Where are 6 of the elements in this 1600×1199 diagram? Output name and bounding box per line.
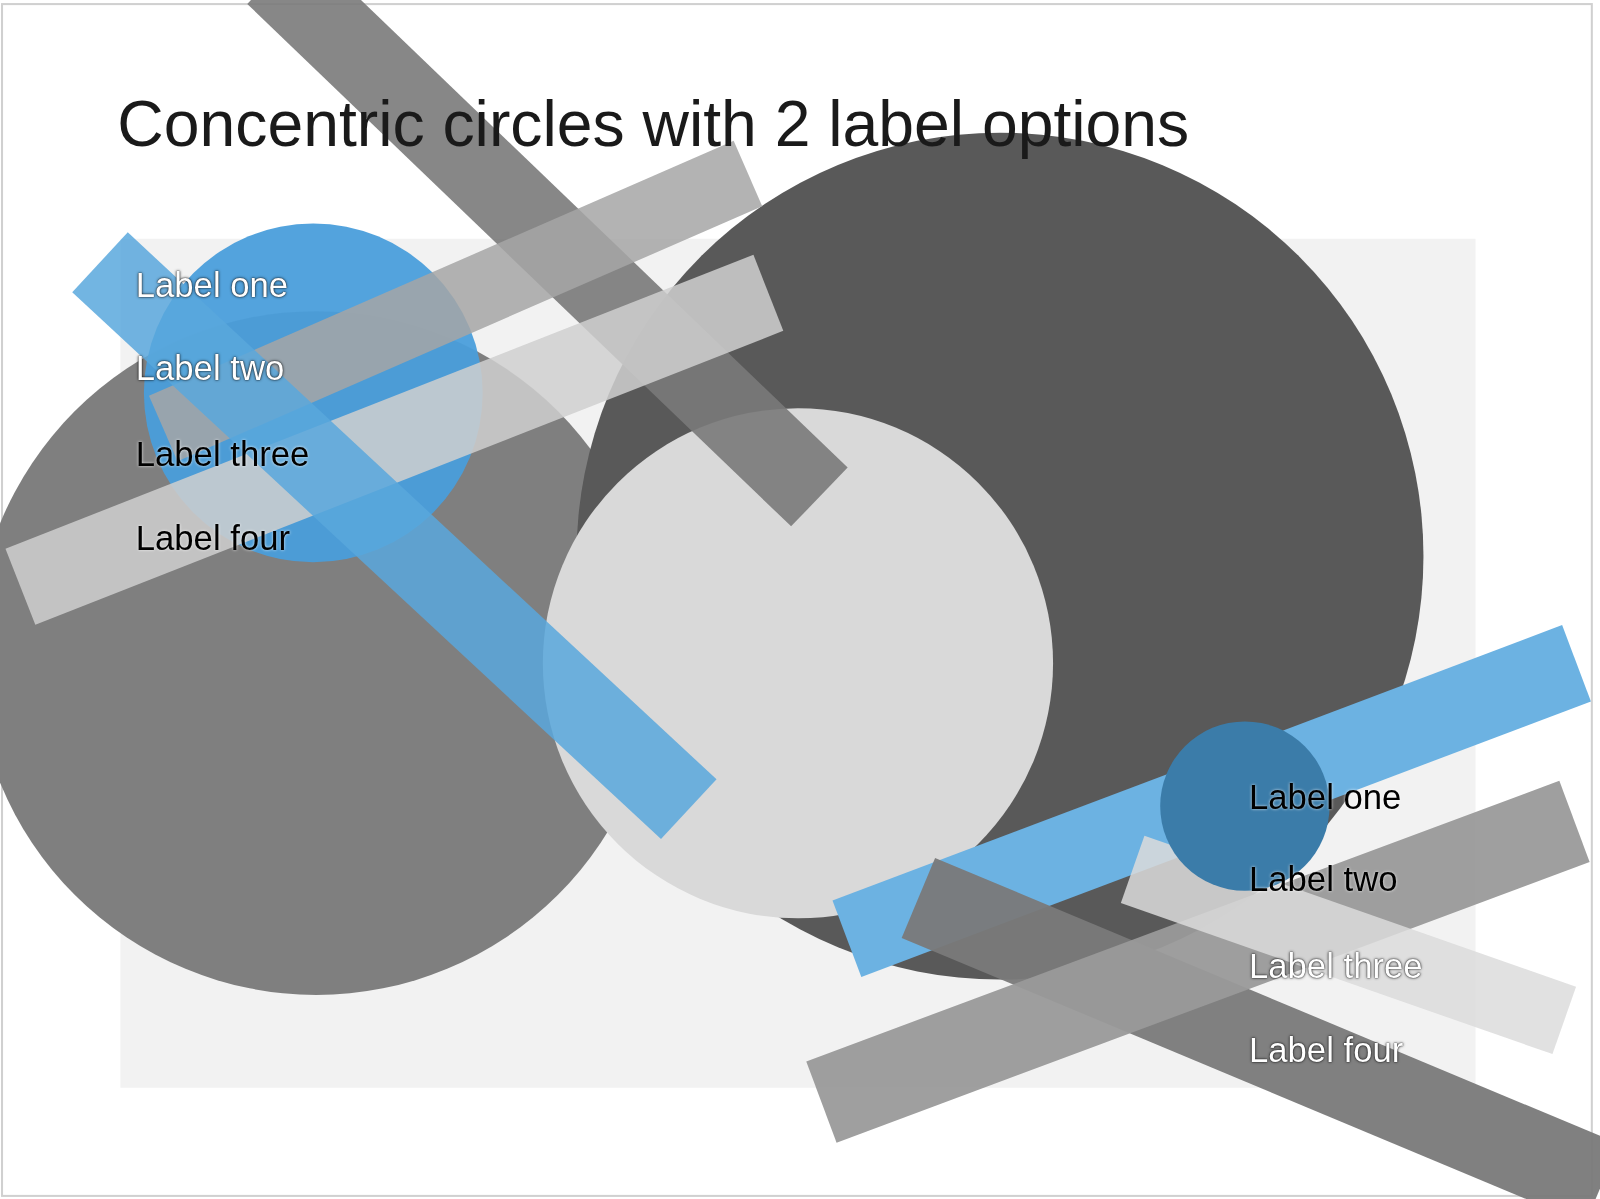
- label-text: Label one: [1248, 779, 1402, 815]
- label-text: Label two: [135, 350, 285, 385]
- label-text: Label three: [135, 436, 310, 472]
- label-text: Label one: [135, 267, 289, 303]
- title: Concentric circles with 2 label options: [117, 91, 1190, 157]
- label-text: Label four: [135, 520, 291, 556]
